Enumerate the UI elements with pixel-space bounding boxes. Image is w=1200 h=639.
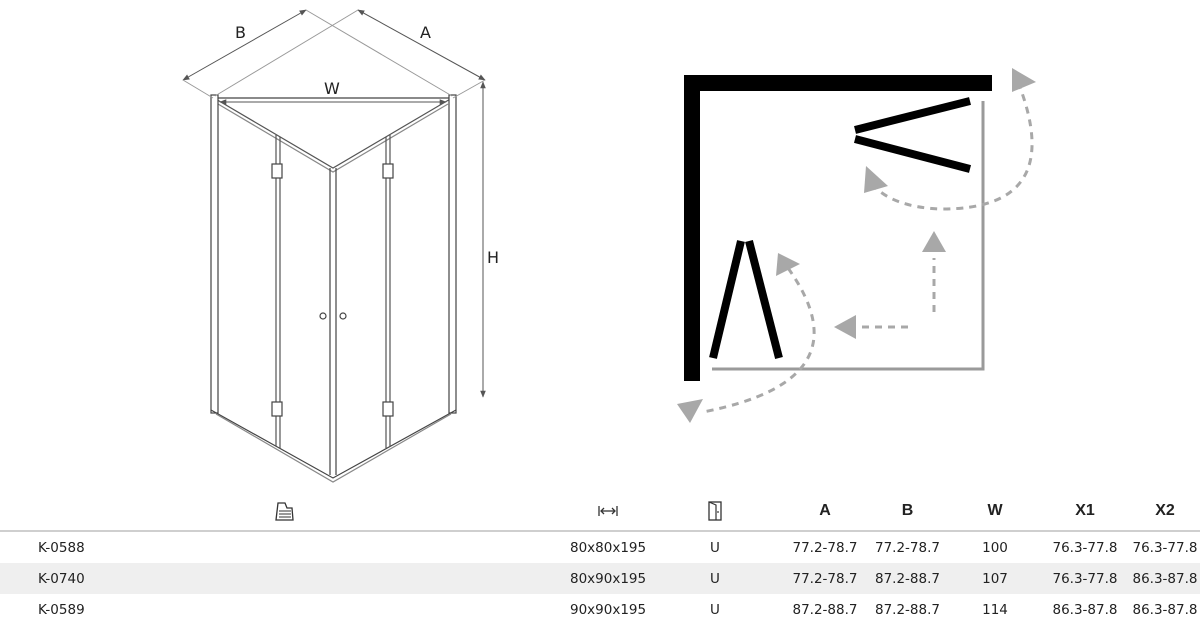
cell-b: 77.2-78.7 xyxy=(875,539,940,556)
shower-enclosure-diagram: B A W H xyxy=(182,9,1036,483)
cell-b: 87.2-88.7 xyxy=(865,563,950,594)
cell-type: U xyxy=(710,539,720,556)
hinge xyxy=(382,401,394,417)
hinge xyxy=(271,163,283,179)
cell-x1: 76.3-77.8 xyxy=(1040,563,1130,594)
bottom-tray xyxy=(210,409,457,479)
table-row: K-0589 90x90x195 U 87.2-88.7 87.2-88.7 1… xyxy=(0,594,1200,625)
cell-a: 77.2-78.7 xyxy=(785,563,865,594)
top-view-plan xyxy=(677,68,1036,423)
right-wall-post xyxy=(448,94,457,414)
hinge xyxy=(382,163,394,179)
cell-type: U xyxy=(710,601,720,618)
table-header-row: A B W X1 X2 xyxy=(0,492,1200,532)
cell-x2: 86.3-87.8 xyxy=(1132,601,1198,618)
cell-size: 90x90x195 xyxy=(570,601,647,618)
cell-x2: 86.3-87.8 xyxy=(1130,563,1200,594)
isometric-enclosure xyxy=(210,94,457,483)
cell-x1: 76.3-77.8 xyxy=(1052,539,1118,556)
header-type xyxy=(645,492,785,532)
cell-code: K-0588 xyxy=(38,539,85,556)
cell-code: K-0589 xyxy=(38,601,85,618)
arrow-head-icon xyxy=(834,315,856,339)
motion-arrows xyxy=(702,81,1034,414)
arrow-heads xyxy=(677,68,1036,423)
cell-w: 107 xyxy=(950,563,1040,594)
arrow-head-icon xyxy=(1012,68,1036,92)
header-code xyxy=(0,492,570,532)
arrow-head-icon xyxy=(864,166,888,193)
dimension-label-w: W xyxy=(324,79,340,98)
header-size xyxy=(570,492,645,532)
left-wall-post xyxy=(210,94,219,414)
width-arrows-icon xyxy=(597,505,618,516)
header-x1: X1 xyxy=(1040,492,1130,532)
header-w: W xyxy=(950,492,1040,532)
cell-size: 80x80x195 xyxy=(570,539,647,556)
cell-x2: 76.3-77.8 xyxy=(1132,539,1198,556)
door-icon xyxy=(708,501,722,521)
model-icon xyxy=(275,502,294,521)
cell-type: U xyxy=(645,563,785,594)
cell-x1: 86.3-87.8 xyxy=(1052,601,1118,618)
door-knob xyxy=(319,312,327,320)
table-row: K-0740 80x90x195 U 77.2-78.7 87.2-88.7 1… xyxy=(0,563,1200,594)
hinge xyxy=(271,401,283,417)
door-knob xyxy=(339,312,347,320)
folded-door-left xyxy=(709,240,783,359)
enclosure-outline xyxy=(712,101,985,371)
table-row: K-0588 80x80x195 U 77.2-78.7 77.2-78.7 1… xyxy=(0,531,1200,563)
arrow-head-icon xyxy=(776,253,800,276)
header-x2: X2 xyxy=(1130,492,1200,532)
header-b: B xyxy=(865,492,950,532)
spec-table: A B W X1 X2 K-0588 80x80x195 U 77.2-78.7… xyxy=(0,492,1200,625)
cell-w: 100 xyxy=(982,539,1008,556)
cell-code: K-0740 xyxy=(0,563,570,594)
cell-size: 80x90x195 xyxy=(570,563,646,594)
cell-a: 77.2-78.7 xyxy=(792,539,858,556)
dimension-label-a: A xyxy=(420,23,431,42)
cell-w: 114 xyxy=(982,601,1008,618)
dimension-label-h: H xyxy=(487,248,499,267)
header-a: A xyxy=(785,492,865,532)
cell-b: 87.2-88.7 xyxy=(875,601,940,618)
dimension-lines xyxy=(182,9,486,398)
arrow-head-icon xyxy=(922,231,946,252)
wall xyxy=(684,75,992,381)
cell-a: 87.2-88.7 xyxy=(792,601,858,618)
dimension-label-b: B xyxy=(235,23,246,42)
top-frame-front xyxy=(213,97,453,169)
folded-door-right xyxy=(853,97,972,173)
arrow-head-icon xyxy=(677,399,703,423)
